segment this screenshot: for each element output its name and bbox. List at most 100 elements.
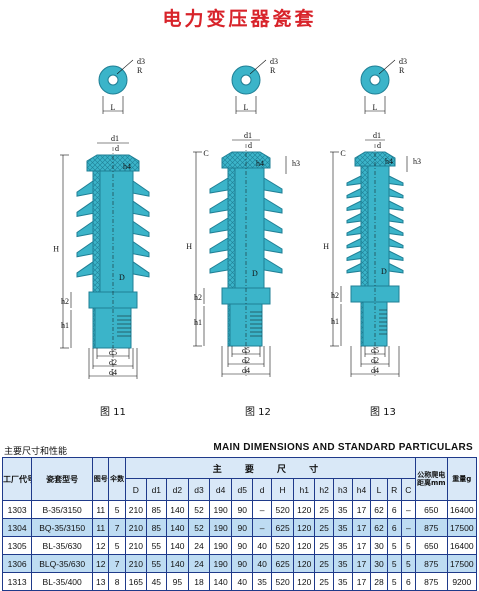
shed-right: [388, 187, 404, 199]
shed-right: [263, 197, 283, 214]
shed-left: [209, 197, 229, 214]
table-cell: 55: [145, 554, 167, 573]
shed-left: [346, 212, 362, 224]
table-cell: 25: [314, 572, 334, 591]
header-dim-d: d: [252, 478, 272, 501]
dim-label-d: d: [248, 141, 252, 150]
table-cell: 18: [187, 572, 211, 591]
dim-label-d3: d3: [399, 57, 407, 66]
table-cell: 190: [208, 536, 233, 555]
shed-right: [263, 257, 283, 274]
table-cell: –: [400, 518, 416, 537]
top-view-hole: [240, 74, 252, 86]
dim-label-H: H: [186, 242, 192, 251]
dim-label-R: R: [270, 66, 276, 75]
table-cell: 140: [208, 572, 233, 591]
table-cell: 1305: [1, 536, 33, 555]
table-cell: 1303: [1, 500, 33, 519]
header-model: 瓷套型号: [31, 457, 94, 501]
table-cell: 520: [270, 572, 295, 591]
table-cell: 120: [293, 518, 316, 537]
header-dim-r: R: [386, 478, 402, 501]
table-cell: 35: [332, 554, 353, 573]
table-cell: 625: [270, 518, 295, 537]
dim-label-d2: d2: [371, 356, 379, 365]
table-cell: –: [252, 500, 272, 519]
dim-label-L: L: [244, 103, 249, 112]
dim-label-h3: h3: [292, 159, 300, 168]
table-cell: 5: [386, 572, 402, 591]
shed-left: [76, 220, 94, 238]
dim-label-d4: d4: [242, 366, 250, 375]
table-cell: 25: [314, 518, 334, 537]
table-cell: 11: [92, 518, 110, 537]
table-cell: BL-35/400: [31, 572, 94, 591]
shed-right: [132, 220, 150, 238]
table-cell: 120: [293, 572, 316, 591]
table-cell: 25: [314, 536, 334, 555]
dim-label-d1: d1: [111, 134, 119, 143]
table-cell: 30: [370, 554, 388, 573]
table-cell: 6: [386, 500, 402, 519]
table-cell: 17500: [446, 518, 478, 537]
table-cell: 16400: [446, 536, 478, 555]
shed-left: [346, 175, 362, 186]
dim-label-L: L: [373, 103, 378, 112]
table-cell: 120: [293, 536, 316, 555]
section-title-cn: 主要尺寸和性能: [4, 447, 68, 457]
dim-label-d4: d4: [371, 366, 379, 375]
dim-label-R: R: [399, 66, 405, 75]
table-cell: 7: [108, 518, 126, 537]
header-weight: 重量g: [446, 457, 478, 501]
table-cell: 7: [108, 554, 126, 573]
shed-left: [209, 217, 229, 234]
header-dim-h2: h2: [314, 478, 334, 501]
table-cell: 17: [351, 572, 372, 591]
table-cell: 210: [124, 518, 147, 537]
table-cell: 90: [231, 518, 254, 537]
table-cell: 24: [187, 554, 211, 573]
table-cell: 8: [108, 572, 126, 591]
table-cell: –: [252, 518, 272, 537]
shed-left: [346, 200, 362, 211]
dim-label-d2: d2: [109, 358, 117, 367]
spec-table: 工厂代号 瓷套型号 图号 伞数 主 要 尺 寸 公称爬电距离mm 重量g Dd1…: [1, 457, 478, 591]
shed-left: [209, 257, 229, 274]
table-cell: BQ-35/3150: [31, 518, 94, 537]
shed-right: [388, 262, 404, 274]
table-cell: B-35/3150: [31, 500, 94, 519]
page-title: 电力变压器瓷套: [162, 8, 317, 30]
table-cell: 62: [370, 500, 388, 519]
dim-label-h1: h1: [331, 317, 339, 326]
table-cell: 13: [92, 572, 110, 591]
header-dim-h1: h1: [293, 478, 316, 501]
table-cell: 1304: [1, 518, 33, 537]
dimension-line: [116, 59, 134, 75]
table-cell: 11: [92, 500, 110, 519]
table-cell: 5: [400, 536, 416, 555]
dim-label-D: D: [252, 269, 258, 278]
dim-label-h2: h2: [194, 293, 202, 302]
header-dim-d1: d1: [145, 478, 167, 501]
table-cell: 12: [92, 554, 110, 573]
table-cell: 875: [414, 518, 448, 537]
shed-right: [388, 250, 404, 261]
shed-right: [388, 237, 404, 249]
header-dim-d: D: [124, 478, 147, 501]
table-cell: 1313: [1, 572, 33, 591]
table-cell: 16400: [446, 500, 478, 519]
figure-caption-12: 图 12: [245, 407, 271, 418]
dim-label-d2: d2: [242, 356, 250, 365]
table-cell: 6: [400, 572, 416, 591]
table-cell: BLQ-35/630: [31, 554, 94, 573]
table-cell: 17500: [446, 554, 478, 573]
shed-right: [132, 200, 150, 217]
header-creepage: 公称爬电距离mm: [414, 457, 448, 501]
dim-label-C: C: [203, 149, 208, 158]
dim-label-h1: h1: [194, 318, 202, 327]
dim-label-d: d: [115, 144, 119, 153]
